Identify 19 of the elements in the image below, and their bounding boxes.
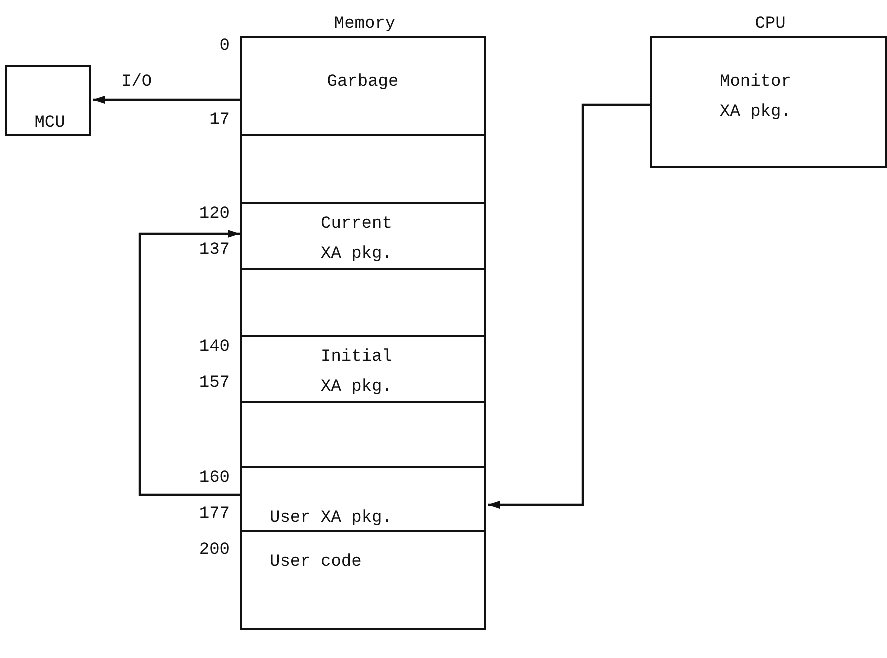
address-label: 0	[218, 36, 230, 58]
address-label: 200	[198, 540, 230, 562]
address-label: 120	[198, 204, 230, 226]
heading: Memory	[333, 14, 397, 36]
block-box	[5, 65, 91, 136]
address-label: 137	[198, 240, 230, 262]
heading: CPU	[754, 14, 787, 36]
address-label: 17	[208, 110, 230, 132]
address-label: 157	[198, 373, 230, 395]
segment-label: User XA pkg.	[270, 508, 394, 530]
segment-label: Current XA pkg.	[321, 214, 394, 266]
segment-label: User code	[270, 552, 363, 574]
address-label: 140	[198, 337, 230, 359]
address-label: 160	[198, 468, 230, 490]
segment-label: MCU	[34, 113, 66, 135]
segment-label: Monitor XA pkg.	[720, 72, 792, 124]
address-label: 177	[198, 504, 230, 526]
segment-label: Garbage	[326, 72, 400, 94]
segment-label: Initial XA pkg.	[321, 347, 394, 399]
